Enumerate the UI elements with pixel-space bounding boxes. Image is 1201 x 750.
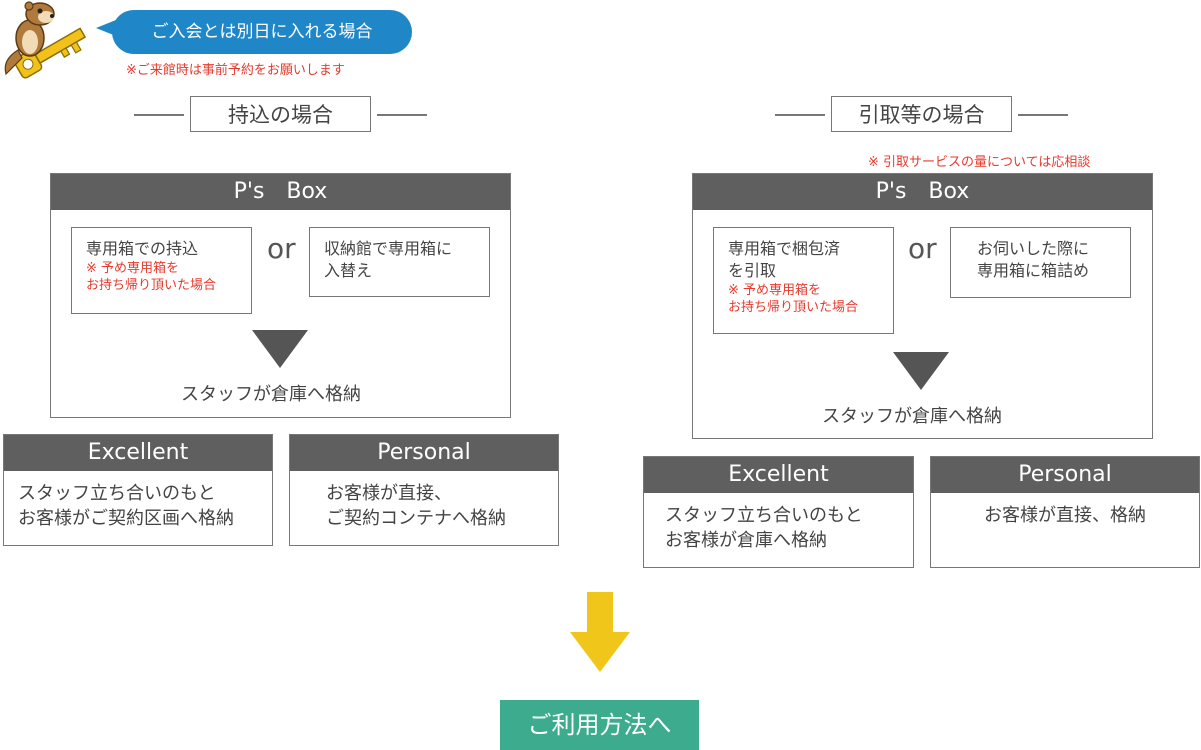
left-title-rule-left <box>134 114 184 116</box>
usage-guide-button[interactable]: ご利用方法へ <box>500 700 699 750</box>
left-store-text: スタッフが倉庫へ格納 <box>181 384 361 405</box>
reservation-notice: ※ご来館時は事前予約をお願いします <box>126 63 345 78</box>
pickup-volume-note: ※ 引取サービスの量については応相談 <box>868 155 1091 170</box>
right-option1-line1: 専用箱で梱包済 <box>728 239 841 258</box>
right-option-pack-box: お伺いした際に 専用箱に箱詰め <box>950 227 1131 298</box>
right-option2-line2: 専用箱に箱詰め <box>977 261 1090 280</box>
right-plan-excellent-line2: お客様が倉庫へ格納 <box>665 530 827 551</box>
left-plan-personal: Personal お客様が直接、 ご契約コンテナへ格納 <box>289 434 559 546</box>
right-plan-personal-title: Personal <box>931 457 1199 493</box>
right-title-rule-right <box>1018 114 1068 116</box>
right-plan-excellent-line1: スタッフ立ち合いのもと <box>665 505 863 526</box>
left-plan-personal-line2: ご契約コンテナへ格納 <box>326 508 506 529</box>
right-title-rule-left <box>775 114 825 116</box>
left-title-rule-right <box>377 114 427 116</box>
right-option2-line1: お伺いした際に <box>977 239 1090 258</box>
right-section-title: 引取等の場合 <box>831 96 1012 132</box>
right-store-text: スタッフが倉庫へ格納 <box>822 406 1002 427</box>
left-plan-excellent-line2: お客様がご契約区画へ格納 <box>18 508 234 529</box>
right-plan-personal: Personal お客様が直接、格納 <box>930 456 1200 568</box>
right-option1-red2: お持ち帰り頂いた場合 <box>728 300 859 315</box>
left-option1-text: 専用箱での持込 <box>86 239 199 258</box>
left-option-bring-box: 専用箱での持込 ※ 予め専用箱を お持ち帰り頂いた場合 <box>71 227 252 314</box>
left-section-title: 持込の場合 <box>190 96 371 132</box>
right-plan-excellent: Excellent スタッフ立ち合いのもと お客様が倉庫へ格納 <box>643 456 914 568</box>
left-plan-excellent-title: Excellent <box>4 435 272 471</box>
left-plan-excellent-line1: スタッフ立ち合いのもと <box>18 483 216 504</box>
weasel-with-key-icon <box>4 1 87 79</box>
right-down-triangle-icon <box>893 352 949 390</box>
right-plan-personal-line1: お客様が直接、格納 <box>984 505 1146 526</box>
right-plan-excellent-title: Excellent <box>644 457 913 493</box>
left-plan-excellent: Excellent スタッフ立ち合いのもと お客様がご契約区画へ格納 <box>3 434 273 546</box>
speech-bubble: ご入会とは別日に入れる場合 <box>112 10 412 54</box>
left-or-label: or <box>267 232 296 265</box>
down-arrow-icon <box>570 632 630 672</box>
left-option1-red1: ※ 予め専用箱を <box>86 261 180 276</box>
left-plan-personal-line1: お客様が直接、 <box>326 483 452 504</box>
left-plan-personal-title: Personal <box>290 435 558 471</box>
left-option2-line2: 入替え <box>324 261 373 280</box>
speech-bubble-tail <box>96 20 116 36</box>
left-down-triangle-icon <box>252 330 308 368</box>
right-option1-red1: ※ 予め専用箱を <box>728 283 822 298</box>
left-option2-line1: 収納館で専用箱に <box>324 239 453 258</box>
left-option-swap-box: 収納館で専用箱に 入替え <box>309 227 490 297</box>
left-option1-red2: お持ち帰り頂いた場合 <box>86 278 217 293</box>
right-option1-line2: を引取 <box>728 261 777 280</box>
right-option-pickup-box: 専用箱で梱包済 を引取 ※ 予め専用箱を お持ち帰り頂いた場合 <box>713 227 894 334</box>
right-ps-box-title: P's Box <box>693 174 1152 210</box>
right-or-label: or <box>908 232 937 265</box>
down-arrow-stem-icon <box>587 592 613 636</box>
left-ps-box-title: P's Box <box>51 174 510 210</box>
